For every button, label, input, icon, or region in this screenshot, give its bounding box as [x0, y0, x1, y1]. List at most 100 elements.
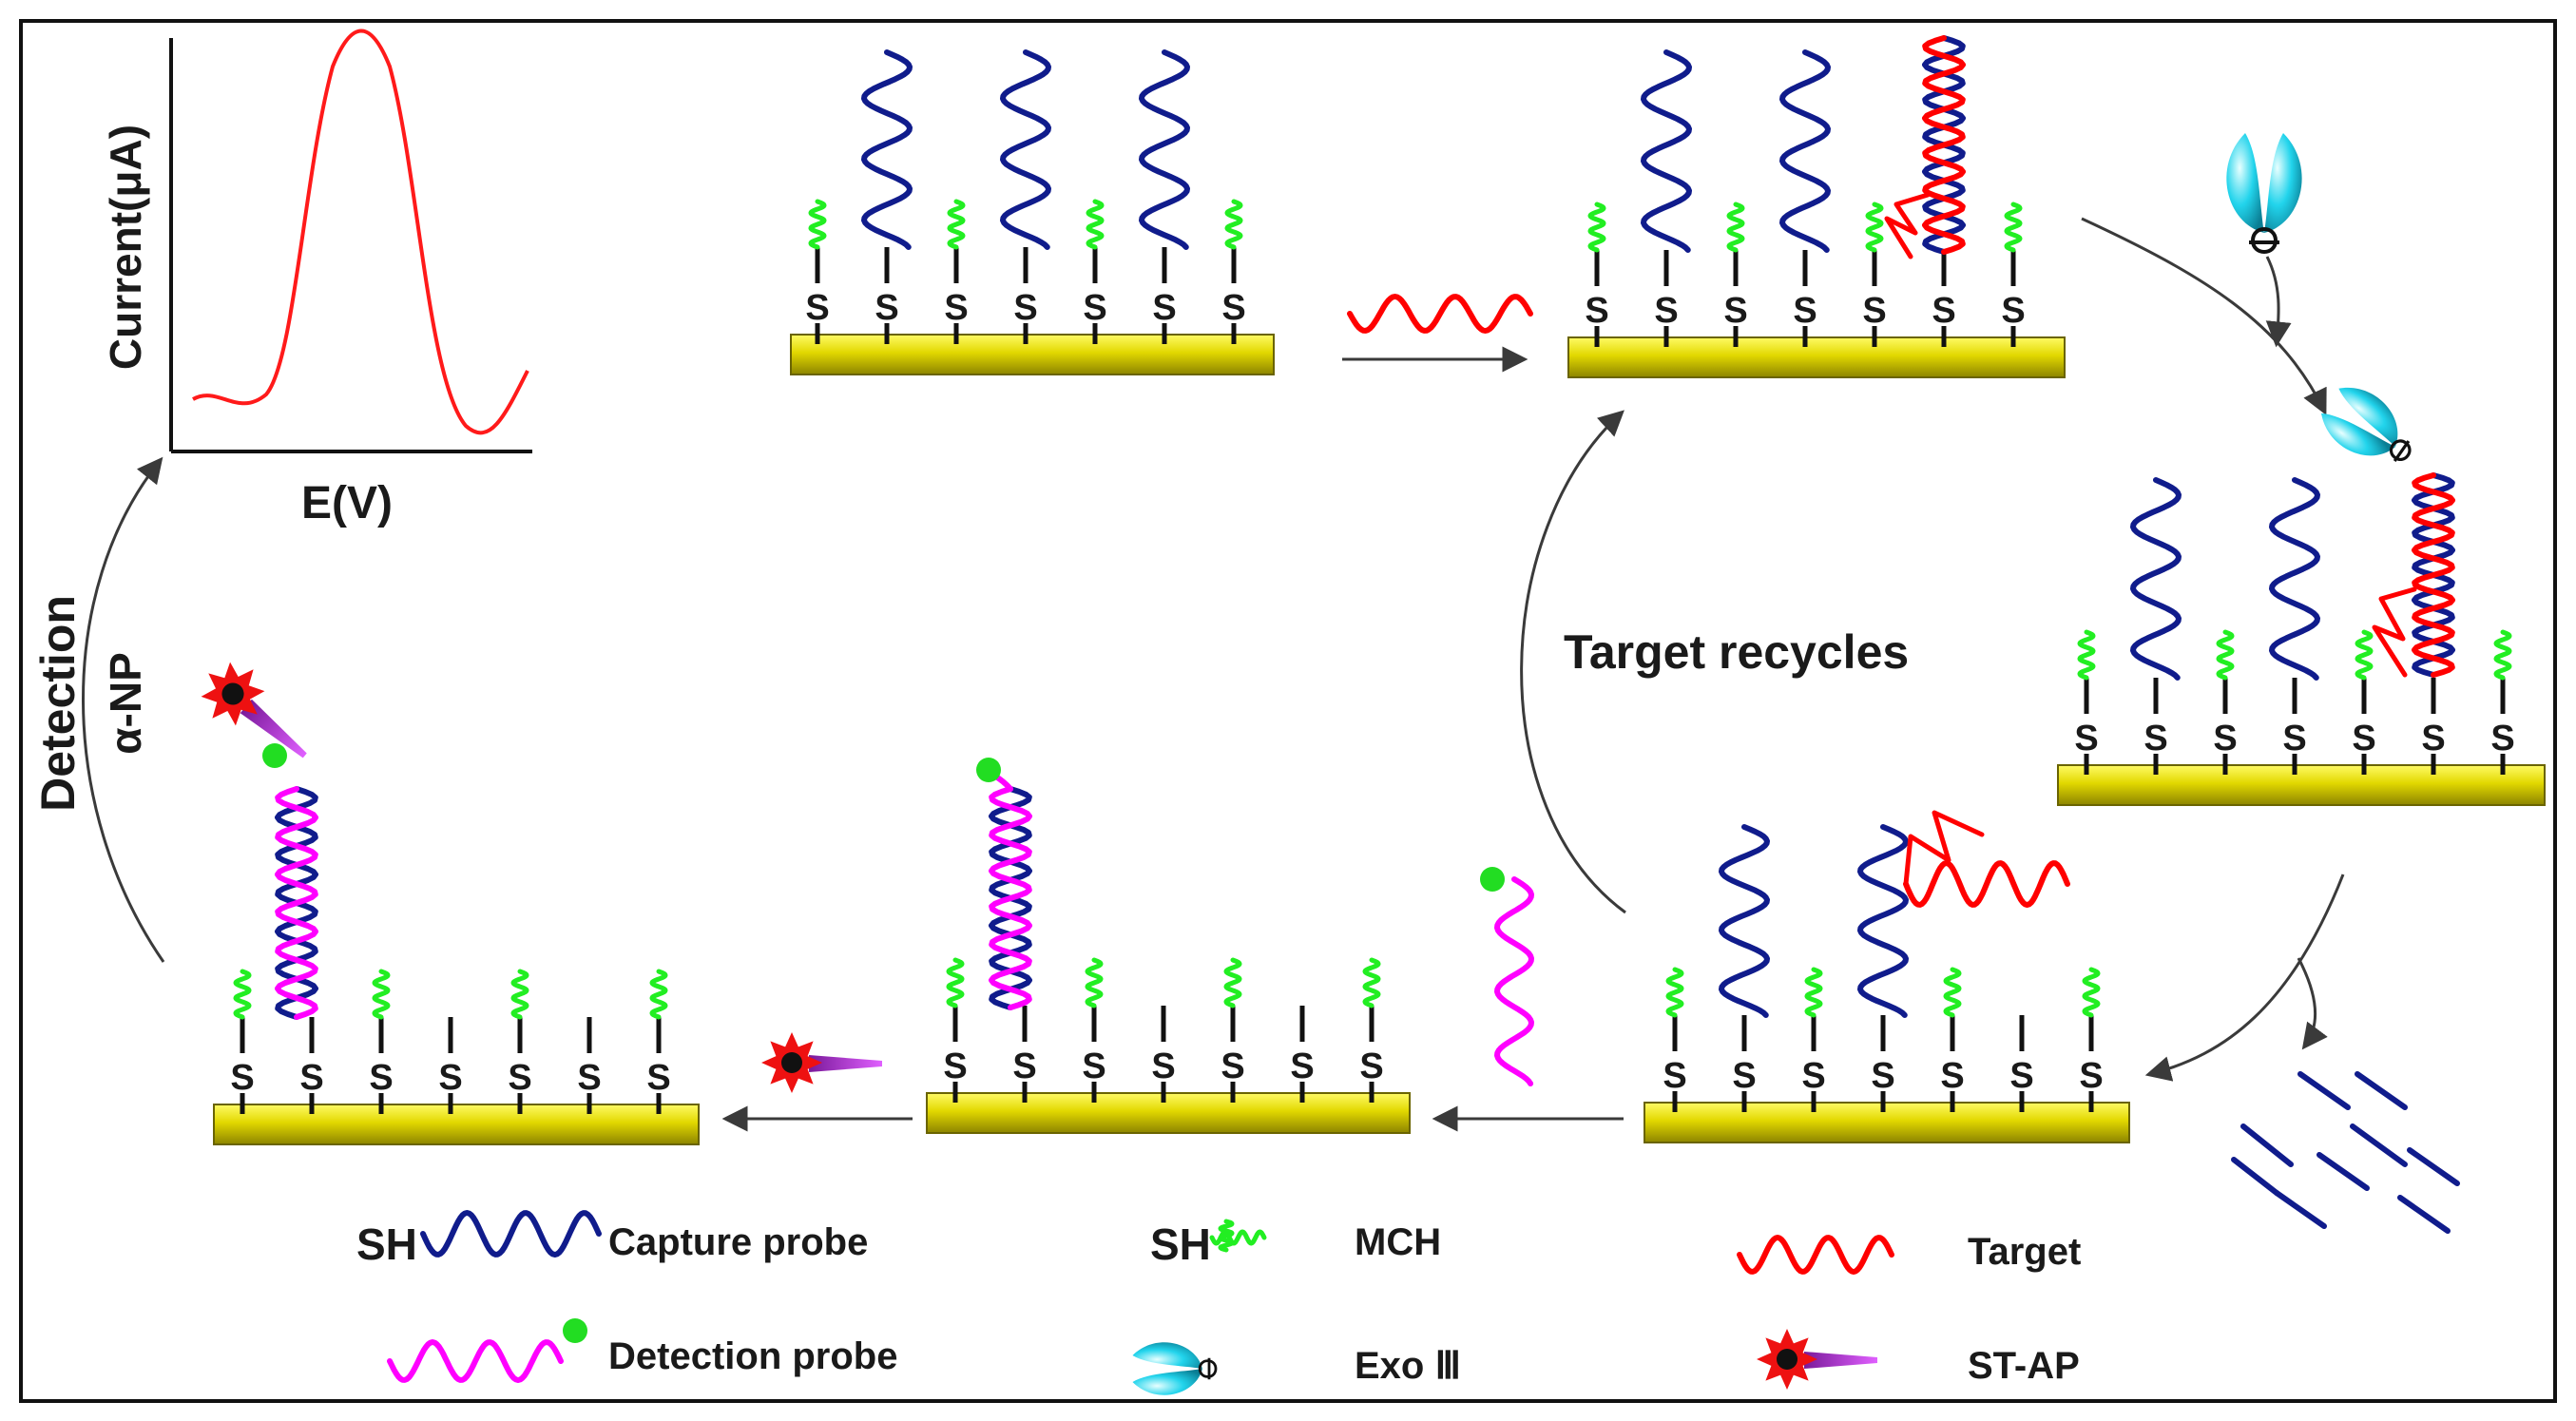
sulfur-label: S — [1801, 1056, 1825, 1096]
dna-fragment — [2355, 1071, 2408, 1110]
sulfur-anchor: S — [1221, 247, 1246, 344]
mch-molecule — [1665, 967, 1684, 1018]
sulfur-anchor: S — [646, 1017, 671, 1114]
sulfur-label: S — [2143, 719, 2167, 759]
sulfur-anchor: S — [1732, 1015, 1757, 1112]
sulfur-label: S — [875, 288, 898, 328]
sulfur-label: S — [508, 1058, 531, 1098]
exo-enzyme-free — [2226, 133, 2302, 254]
sulfur-anchor: S — [1801, 1015, 1826, 1112]
sulfur-label: S — [2009, 1056, 2033, 1096]
mch-molecule — [1943, 967, 1962, 1018]
sulfur-anchor: S — [2282, 678, 2307, 775]
capture-probe — [2269, 477, 2320, 681]
sulfur-anchor: S — [1152, 247, 1177, 344]
dna-fragment — [2350, 1123, 2408, 1167]
sulfur-anchor: S — [1221, 1006, 1245, 1103]
sulfur-anchor: S — [1940, 1015, 1965, 1112]
alpha-np-label: α-NP — [101, 652, 150, 755]
sulfur-anchor: S — [875, 247, 899, 344]
sulfur-label: S — [2079, 1056, 2103, 1096]
arrow-exo-digestion — [2081, 217, 2327, 415]
enzyme-hinge — [2249, 227, 2279, 254]
partner-strand — [275, 786, 318, 1020]
sulfur-anchor: S — [230, 1017, 255, 1114]
biotin-dot — [976, 758, 1001, 782]
sulfur-label: S — [1151, 1047, 1175, 1086]
sulfur-label: S — [1940, 1056, 1964, 1096]
capture-probe — [1139, 49, 1190, 250]
legend-graphics — [387, 1210, 1894, 1395]
sulfur-anchor: S — [577, 1017, 602, 1114]
legend-detection-probe-symbol — [387, 1339, 564, 1383]
released-target-tail — [1903, 810, 1985, 887]
voltammogram-plot: Current(μA) E(V) — [101, 29, 532, 528]
legend-biotin-dot — [563, 1318, 587, 1343]
sulfur-label: S — [577, 1058, 601, 1098]
st-ap-core — [781, 1052, 802, 1073]
sulfur-label: S — [2352, 719, 2375, 759]
enzyme-lobe — [1132, 1369, 1202, 1395]
sulfur-label: S — [299, 1058, 323, 1098]
mch-molecule — [2355, 629, 2374, 681]
mch-molecule — [1804, 967, 1823, 1018]
gold-electrode — [213, 1104, 700, 1145]
capture-probe — [1719, 824, 1770, 1018]
legend-mch-symbol — [1209, 1229, 1267, 1246]
capture-target-duplex — [1922, 35, 1966, 255]
capture-detection-duplex — [275, 786, 318, 1020]
mch-molecule — [372, 969, 391, 1020]
sulfur-anchor: S — [1871, 1015, 1895, 1112]
capture-probe — [861, 49, 913, 250]
detection-label: Detection — [31, 595, 85, 812]
sulfur-label: S — [1723, 291, 1747, 331]
enzyme-lobe — [2226, 133, 2264, 233]
sulfur-anchor: S — [2009, 1015, 2034, 1112]
sulfur-anchor: S — [299, 1017, 324, 1114]
sulfur-label: S — [2074, 719, 2098, 759]
dna-fragment — [2316, 1152, 2370, 1191]
sulfur-anchor: S — [805, 247, 830, 344]
legend: SH Capture probe SH MCH Target Detection… — [356, 1219, 2081, 1387]
sulfur-anchor: S — [944, 247, 969, 344]
sulfur-anchor: S — [2421, 678, 2446, 775]
digested-fragments — [2231, 1071, 2460, 1234]
mch-molecule — [1587, 202, 1606, 253]
legend-exo-symbol — [1132, 1342, 1218, 1395]
sulfur-anchor: S — [2213, 678, 2238, 775]
dna-fragment — [2407, 1147, 2460, 1186]
sulfur-label: S — [1359, 1047, 1383, 1086]
mch-molecule — [946, 957, 965, 1008]
sulfur-anchor: S — [1663, 1015, 1687, 1112]
gold-electrode — [790, 334, 1275, 375]
sulfur-anchor: S — [369, 1017, 394, 1114]
st-ap-core — [1777, 1349, 1797, 1370]
target-overhang — [1884, 192, 1931, 259]
sulfur-label: S — [1012, 1047, 1036, 1086]
dna-fragment — [2240, 1123, 2294, 1167]
plot-y-axis-label: Current(μA) — [101, 125, 150, 370]
current-peak-curve — [192, 29, 529, 435]
target-overhang — [2372, 586, 2417, 678]
legend-capture-probe-label: Capture probe — [608, 1221, 868, 1263]
biotin-dot — [1480, 867, 1505, 892]
sulfur-anchor: S — [1083, 247, 1107, 344]
capture-probe — [1000, 49, 1051, 250]
sulfur-label: S — [2490, 719, 2514, 759]
biotin-dot — [262, 743, 287, 768]
sulfur-label: S — [1082, 1047, 1105, 1086]
sulfur-label: S — [1221, 1047, 1244, 1086]
sulfur-label: S — [2282, 719, 2306, 759]
capture-detection-duplex — [989, 786, 1032, 1010]
capture-probe — [1779, 49, 1831, 253]
sulfur-label: S — [805, 288, 829, 328]
figure-frame — [19, 19, 2557, 1403]
st-ap-tail — [1804, 1352, 1877, 1369]
